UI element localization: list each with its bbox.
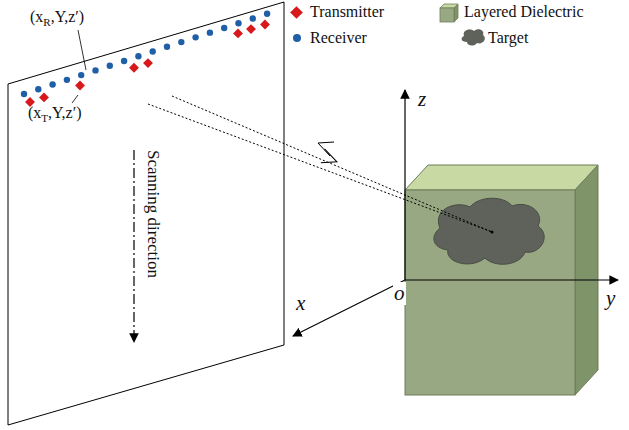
- transmitter-diamond: [143, 58, 153, 68]
- transmitter-swatch: [290, 6, 303, 19]
- axis-label: x: [296, 292, 305, 315]
- leader-line: [72, 95, 78, 103]
- receiver-dot: [235, 20, 241, 26]
- coordinate-label: (xR,Y,z′): [30, 8, 84, 28]
- ray-arrowhead: [318, 142, 334, 156]
- transmitter-diamond: [233, 28, 243, 38]
- dielectric-top: [405, 165, 598, 190]
- x-axis: [293, 280, 405, 336]
- coordinate-text: ,Y,z′): [48, 104, 81, 121]
- ray-line: [172, 96, 492, 232]
- transmitter-diamond: [39, 92, 49, 102]
- target-swatch: [462, 29, 485, 45]
- receiver-dot: [135, 53, 141, 59]
- transmitter-diamond: [260, 20, 270, 30]
- y-axis: [405, 279, 618, 280]
- scatter-point: [491, 231, 494, 234]
- axis-label: z: [418, 88, 426, 111]
- legend-text: Layered Dielectric: [464, 3, 583, 21]
- legend-text: Target: [488, 29, 528, 47]
- coordinate-text: ,Y,z′): [51, 8, 84, 25]
- subscript: R: [43, 16, 50, 28]
- receiver-dot: [178, 39, 184, 45]
- receiver-dot: [78, 72, 84, 78]
- origin-label: o: [393, 282, 406, 305]
- transmitter-diamond: [246, 24, 256, 34]
- leader-line: [78, 30, 86, 70]
- receiver-dot: [207, 29, 213, 35]
- subscript: T: [41, 112, 48, 124]
- receiver-dot: [49, 81, 55, 87]
- scanning-plane: [8, 2, 284, 425]
- ray-arrowhead: [319, 147, 337, 165]
- transmitter-diamond: [129, 63, 139, 73]
- scan-arrow: [133, 150, 134, 342]
- receiver-dot: [35, 86, 41, 92]
- antenna-array: [21, 11, 270, 107]
- receiver-dot: [21, 91, 27, 97]
- coordinate-text: (x: [30, 8, 43, 25]
- receiver-dot: [164, 44, 170, 50]
- receiver-dot: [221, 25, 227, 31]
- receiver-dot: [192, 34, 198, 40]
- receiver-dot: [121, 58, 127, 64]
- axis-label: y: [606, 287, 615, 310]
- legend-text: Transmitter: [310, 3, 384, 21]
- coordinate-text: (x: [28, 104, 41, 121]
- receiver-dot: [150, 48, 156, 54]
- receiver-dot: [92, 67, 98, 73]
- legend-text: Receiver: [310, 29, 367, 47]
- scan-direction-label: Scanning direction: [143, 150, 162, 278]
- dielectric-swatch: [440, 4, 458, 22]
- transmitter-diamond: [75, 81, 85, 91]
- ray-line: [148, 104, 492, 232]
- coordinate-label: (xT,Y,z′): [28, 104, 81, 124]
- z-axis: [404, 90, 405, 280]
- receiver-dot: [64, 77, 70, 83]
- receiver-swatch: [293, 34, 301, 42]
- receiver-dot: [107, 62, 113, 68]
- dielectric-front: [405, 190, 575, 395]
- receiver-dot: [250, 15, 256, 21]
- receiver-dot: [264, 11, 270, 17]
